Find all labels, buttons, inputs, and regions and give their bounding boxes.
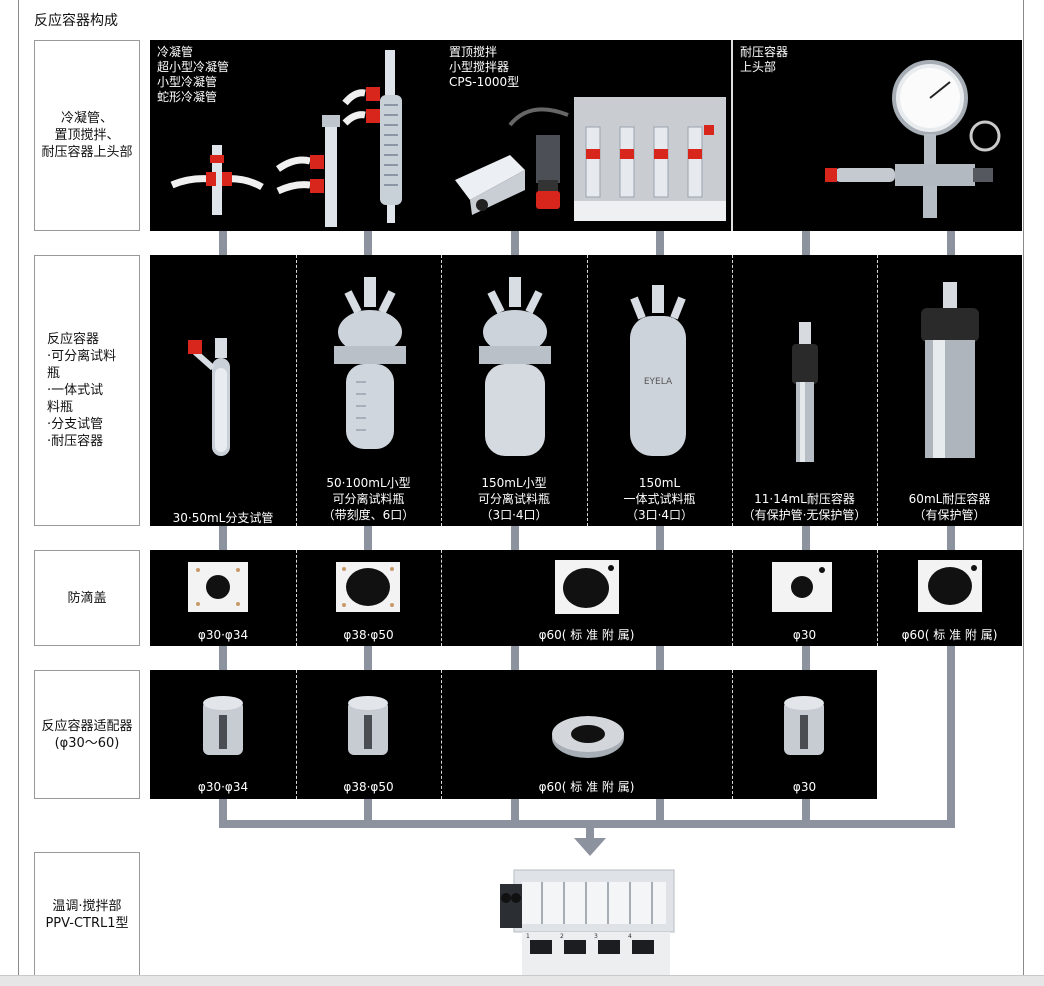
drip-caption-2: φ38·φ50	[343, 628, 394, 642]
page-title: 反应容器构成	[34, 13, 118, 29]
channel-label-1: 1	[526, 933, 530, 940]
drip-caption-5: φ60( 标 准 附 属)	[901, 628, 998, 642]
divider	[441, 255, 442, 526]
connector	[802, 640, 810, 672]
connector	[656, 795, 664, 828]
connector	[656, 525, 664, 555]
divider	[732, 255, 733, 526]
down-arrow-icon	[574, 838, 606, 856]
connector	[219, 230, 227, 260]
drip-cap-5-image	[918, 560, 982, 612]
drip-caption-4: φ30	[792, 628, 817, 642]
vessel-caption-1: 30·50mL分支试管	[172, 511, 274, 525]
stirrer-image	[455, 107, 569, 215]
pressure-vessel-large-image	[921, 282, 979, 458]
adapter-ring-image	[552, 716, 624, 758]
connector	[511, 525, 519, 555]
connector	[947, 230, 955, 260]
adapter-1-image	[203, 696, 243, 755]
adapter-caption-2: φ38·φ50	[343, 780, 394, 794]
condensers-image	[170, 50, 402, 227]
channel-label-2: 2	[560, 933, 564, 940]
vessel-caption-3: 150mL小型可分离试料瓶（3口·4口）	[477, 476, 550, 522]
connector	[802, 230, 810, 260]
connector	[802, 525, 810, 555]
connector	[656, 640, 664, 672]
flask-brand-text: EYELA	[644, 377, 673, 387]
branch-tube-image	[188, 338, 230, 456]
control-unit-image: 1 2 3 4	[500, 869, 675, 975]
connector	[219, 795, 227, 828]
divider	[587, 255, 588, 526]
connector	[219, 525, 227, 555]
divider	[296, 550, 297, 646]
stirrer-setup-photo	[574, 97, 726, 221]
adapter-3-image	[784, 696, 824, 755]
divider	[731, 40, 733, 231]
adapter-panel	[150, 670, 877, 799]
connector	[511, 795, 519, 828]
divider	[877, 255, 878, 526]
label-drip-cap: 防滴盖	[34, 550, 140, 646]
connector	[364, 230, 372, 260]
drip-cap-2-image	[336, 562, 400, 612]
divider	[441, 670, 442, 799]
connector	[947, 640, 955, 828]
drip-caption-3: φ60( 标 准 附 属)	[538, 628, 635, 642]
vessel-caption-2: 50·100mL小型可分离试料瓶（带刻度、6口）	[322, 476, 415, 522]
vessel-panel	[150, 255, 1022, 526]
channel-label-4: 4	[628, 933, 632, 940]
connector	[364, 525, 372, 555]
pressure-vessel-small-image	[792, 322, 818, 462]
right-frame-line	[1023, 0, 1024, 975]
separable-flask-150-image	[479, 277, 551, 456]
divider	[732, 670, 733, 799]
vessel-caption-6: 60mL耐压容器（有保护管）	[908, 492, 991, 522]
adapter-caption-1: φ30·φ34	[197, 780, 249, 794]
one-piece-flask-image: EYELA	[630, 285, 686, 456]
drip-caption-1: φ30·φ34	[197, 628, 249, 642]
bottom-scrollbar[interactable]	[0, 975, 1044, 986]
condensers-list: 冷凝管超小型冷凝管 小型冷凝管蛇形冷凝管	[157, 45, 230, 104]
divider	[296, 670, 297, 799]
adapter-caption-4: φ30	[792, 780, 817, 794]
connector	[511, 640, 519, 672]
label-adapter: 反应容器适配器(φ30～60)	[34, 670, 140, 799]
drip-cap-4-image	[772, 562, 832, 612]
drip-cap-1-image	[188, 562, 248, 612]
adapter-caption-3: φ60( 标 准 附 属)	[538, 780, 635, 794]
left-frame-line	[18, 0, 19, 975]
connector	[219, 640, 227, 672]
label-head: 冷凝管、置顶搅拌、耐压容器上头部	[34, 40, 140, 231]
channel-label-3: 3	[594, 933, 598, 940]
divider	[296, 255, 297, 526]
connector	[656, 230, 664, 260]
divider	[877, 550, 878, 646]
divider	[732, 550, 733, 646]
connector	[511, 230, 519, 260]
separable-flask-small-image	[334, 277, 406, 449]
pressure-head-list: 耐压容器上头部	[740, 45, 789, 74]
label-vessel: 反应容器·可分离试料瓶·一体式试料瓶·分支试管·耐压容器	[34, 255, 140, 526]
connector	[586, 820, 594, 842]
drip-cap-3-image	[555, 560, 619, 614]
connector	[947, 525, 955, 555]
connector	[802, 795, 810, 828]
divider	[441, 550, 442, 646]
adapter-2-image	[348, 696, 388, 755]
vessel-caption-5: 11·14mL耐压容器（有保护管·无保护管）	[742, 492, 867, 522]
connector	[364, 640, 372, 672]
pressure-gauge-image	[825, 60, 1001, 218]
connector	[364, 795, 372, 828]
